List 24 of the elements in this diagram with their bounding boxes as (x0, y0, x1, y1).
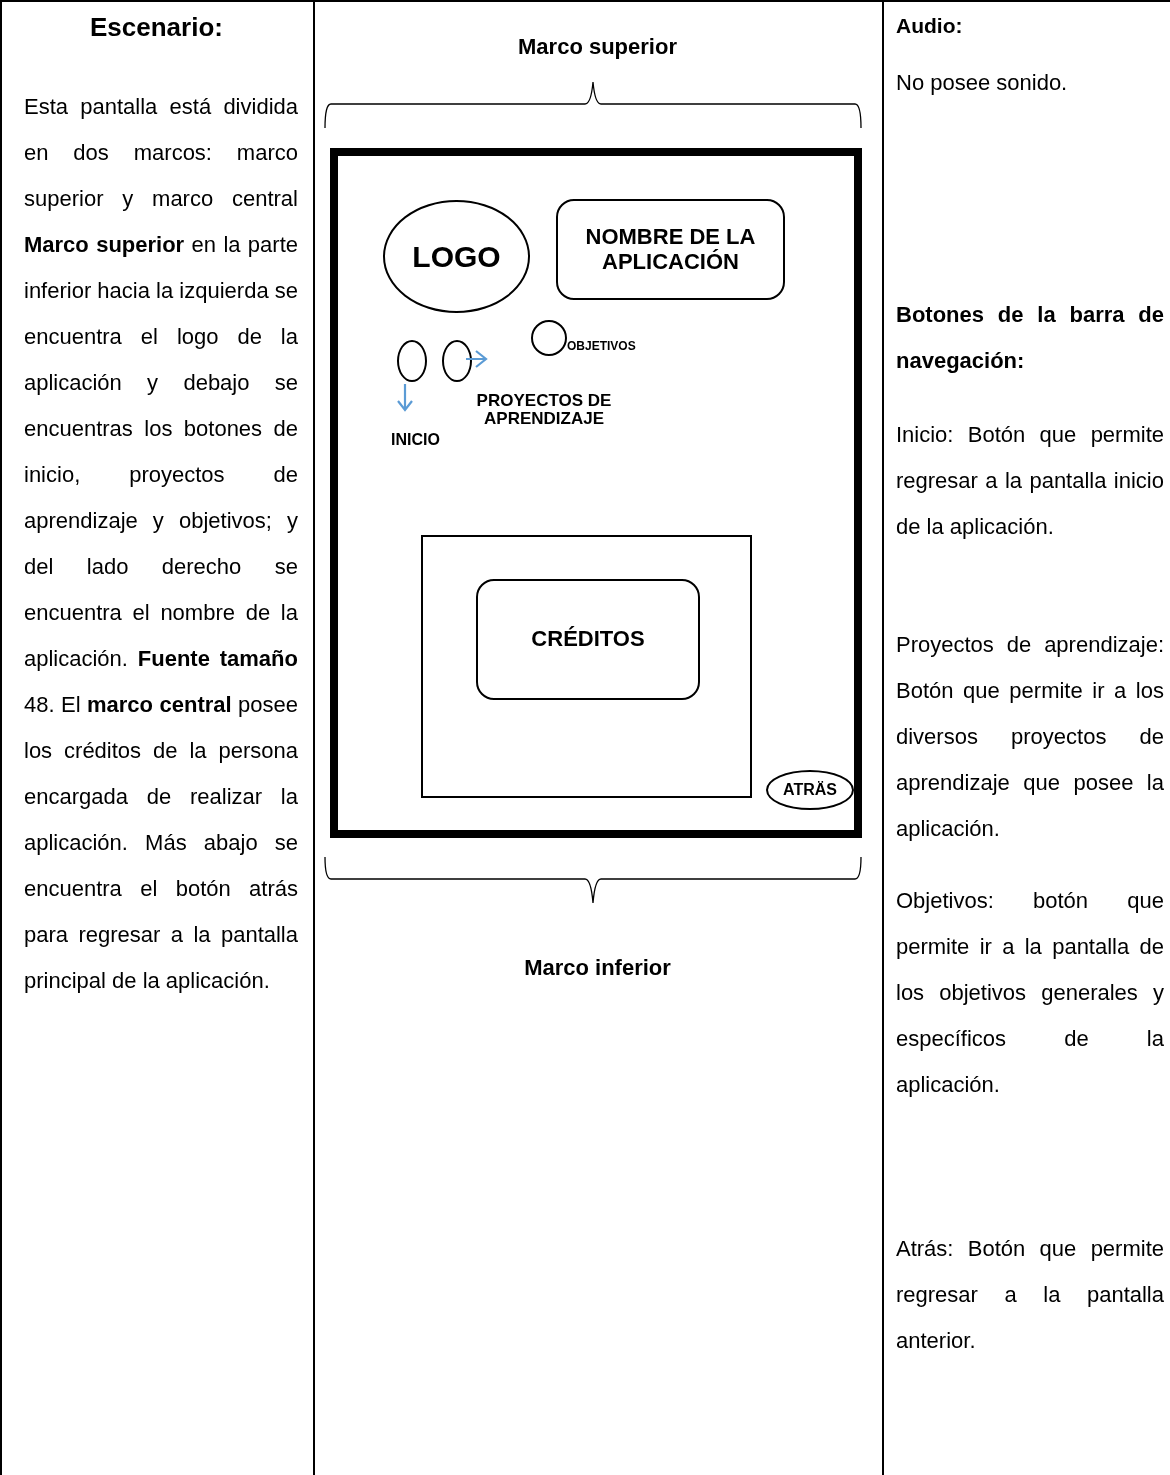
button-description: Inicio: Botón que permite regresar a la pantalla inicio de la aplicación. (896, 421, 1164, 541)
shape-label: LOGO (411, 240, 502, 273)
column-heading: Audio: (896, 14, 964, 38)
button-description: Objetivos: botón que permite ir a la pantalla de los objetivos generales y específicos de la aplicación. (896, 887, 1164, 1099)
button-label: OBJETIVOS (567, 340, 636, 353)
audio-note: No posee sonido. (896, 69, 1069, 97)
button-label: PROYECTOS DE APRENDIZAJE (475, 392, 613, 428)
shape-label: ATRÄS (782, 781, 838, 799)
screen-frame (330, 148, 862, 838)
shape-label: CRÉDITOS (530, 627, 646, 652)
button-description: Proyectos de aprendizaje: Botón que permite ir a los diversos proyectos de aprendizaje que posee la aplicación. (896, 631, 1164, 843)
back-button (766, 770, 854, 810)
button-description: Atrás: Botón que permite regresar a la pantalla anterior. (896, 1235, 1164, 1355)
column-heading: Escenario: (89, 12, 224, 43)
frame-caption: Marco inferior (523, 955, 672, 981)
section-heading: Botones de la barra de navegación: (896, 301, 1164, 375)
credits-box (476, 579, 700, 700)
button-label: INICIO (391, 432, 440, 449)
shape-label: NOMBRE DE LA APLICACIÓN (584, 225, 757, 274)
content-panel (421, 535, 752, 798)
placeholder-oval (383, 200, 530, 313)
description-paragraph: Esta pantalla está dividida en dos marcos: marco superior y marco central Marco superior en la parte inferior hacia la izquierda se encuentra el logo de la aplicación y debajo se encuentras los botones de inicio, proyectos de aprendizaje y objetivos; y del lado derecho se encuentra el nombre de la aplicación. Fuente tamaño 48. El marco central posee los créditos de la persona encargada de realizar la aplicación. Más abajo se encuentra el botón atrás para regresar a la pantalla principal de la aplicación. (24, 93, 298, 995)
frame-caption: Marco superior (517, 34, 678, 60)
title-box (556, 199, 785, 300)
